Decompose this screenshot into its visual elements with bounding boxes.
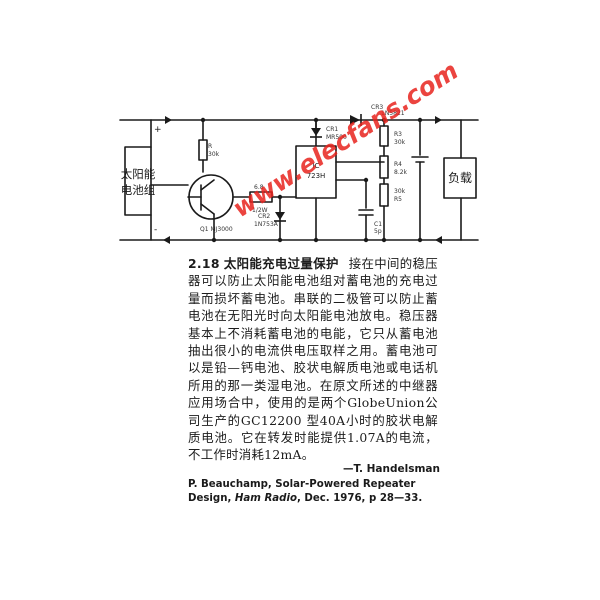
junction-dot xyxy=(313,117,319,123)
r2-label: 6.8 xyxy=(254,184,264,191)
junction-dot xyxy=(363,177,369,183)
cr2-label: CR2 xyxy=(258,213,270,220)
r1-label: R xyxy=(208,143,212,150)
junction-dot xyxy=(417,117,423,123)
solar-panel-label-line1: 太阳能 xyxy=(121,167,156,181)
body-paragraph: 接在中间的稳压器可以防止太阳能电池组对蓄电池的充电过量而损坏蓄电池。串联的二极管… xyxy=(188,256,439,463)
junction-dot xyxy=(313,237,319,243)
q1-emitter xyxy=(200,203,215,215)
reference-citation: P. Beauchamp, Solar-Powered Repeater Des… xyxy=(188,478,440,506)
r4-label: R4 xyxy=(394,161,402,168)
cr2-part: 1N753A xyxy=(254,221,279,228)
rail-arrow-bottom-right xyxy=(435,236,442,244)
reference-journal: Ham Radio xyxy=(234,493,297,504)
rail-arrow-top-right xyxy=(435,116,442,124)
r1-resistor xyxy=(198,139,208,161)
junction-dot xyxy=(277,194,283,200)
junction-dot xyxy=(211,237,217,243)
cr3-label: CR3 xyxy=(371,104,383,111)
r1-value: 30k xyxy=(208,151,220,158)
ic-label-line1: IC xyxy=(313,162,320,170)
polarity-plus: + xyxy=(154,125,162,135)
cr3-diode xyxy=(350,115,360,125)
load-label: 负载 xyxy=(448,171,472,185)
r5-value: R5 xyxy=(394,196,402,203)
junction-dot xyxy=(381,117,387,123)
junction-dot xyxy=(200,117,206,123)
r5-resistor xyxy=(379,183,389,207)
cr3-part: 1N5821 xyxy=(381,110,405,117)
cr1-diode xyxy=(311,128,321,136)
author-attribution: —T. Handelsman xyxy=(342,463,440,475)
solar-panel-label-line2: 电池组 xyxy=(121,183,156,197)
rail-arrow-top-left xyxy=(165,116,172,124)
r3-label: R3 xyxy=(394,131,402,138)
c1-value: 5p xyxy=(374,228,382,235)
polarity-minus: - xyxy=(154,225,157,235)
solar-panel-box xyxy=(124,146,152,216)
c1-label: C1 xyxy=(374,221,382,228)
junction-dot xyxy=(277,237,283,243)
junction-dot xyxy=(363,237,369,243)
reference-details: , Dec. 1976, p 28—33. xyxy=(296,493,423,504)
r5-label: 30k xyxy=(394,188,406,195)
r2-value: 1/2W xyxy=(252,207,268,214)
cr1-part: MR500 xyxy=(326,134,347,141)
cr1-label: CR1 xyxy=(326,126,338,133)
junction-dot xyxy=(417,237,423,243)
r4-resistor xyxy=(379,155,389,179)
watermark: www.elecfans.com xyxy=(227,56,463,223)
figure-title: 太阳能充电过量保护 xyxy=(223,256,339,271)
ic-label-line2: 723H xyxy=(307,172,326,180)
r4-value: 8.2k xyxy=(394,169,408,176)
reference-authors: P. Beauchamp, Solar-Powered Repeater Des… xyxy=(188,479,416,504)
cr2-diode xyxy=(275,212,285,220)
r3-value: 30k xyxy=(394,139,406,146)
junction-dot xyxy=(381,237,387,243)
figure-number: 2.18 xyxy=(188,256,220,271)
q1-label: Q1 MJ3000 xyxy=(200,226,233,233)
load-box xyxy=(443,157,477,199)
q1-collector xyxy=(200,179,215,191)
rail-arrow-bottom-left xyxy=(163,236,170,244)
